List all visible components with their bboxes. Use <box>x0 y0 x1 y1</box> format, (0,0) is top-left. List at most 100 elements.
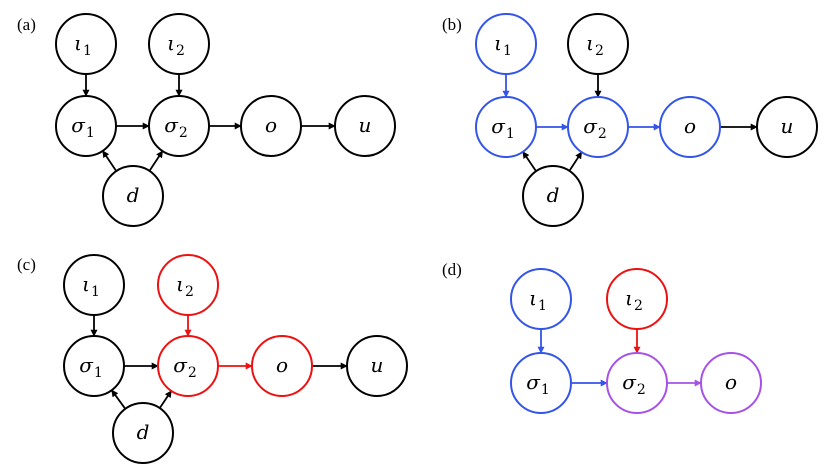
node-label: ι2 <box>167 31 185 59</box>
node-label: σ1 <box>526 370 550 398</box>
node-label: ι2 <box>586 31 604 59</box>
node-u: u <box>756 96 818 158</box>
panel-label: (a) <box>17 15 36 34</box>
panel-label: (c) <box>17 255 36 274</box>
edge-d-to-s1 <box>522 151 537 172</box>
node-circle <box>148 95 210 157</box>
node-symbol: σ <box>491 114 506 138</box>
node-s2: σ2 <box>567 96 629 158</box>
node-subscript: 1 <box>86 125 95 141</box>
node-s1: σ1 <box>63 335 125 397</box>
node-circle <box>756 96 818 158</box>
node-label: σ1 <box>71 113 95 141</box>
node-i2: ι2 <box>567 13 629 75</box>
node-s2: σ2 <box>157 335 219 397</box>
edge-d-to-s2 <box>158 390 173 409</box>
node-label: u <box>359 113 372 137</box>
node-label: o <box>276 353 288 377</box>
node-circle <box>240 95 302 157</box>
node-symbol: σ <box>164 113 179 137</box>
node-symbol: u <box>781 114 794 138</box>
node-subscript: 2 <box>188 365 197 381</box>
node-i1: ι1 <box>55 13 117 75</box>
node-label: d <box>127 183 140 207</box>
node-label: d <box>547 183 560 207</box>
node-u: u <box>334 95 396 157</box>
node-circle <box>700 352 762 414</box>
node-subscript: 2 <box>637 382 646 398</box>
node-symbol: ι <box>529 286 537 310</box>
node-subscript: 2 <box>595 43 604 59</box>
node-symbol: σ <box>526 370 541 394</box>
node-circle <box>346 335 408 397</box>
node-label: σ2 <box>583 114 607 142</box>
node-d: d <box>102 165 164 227</box>
node-circle <box>567 96 629 158</box>
node-circle <box>148 13 210 75</box>
node-circle <box>567 13 629 75</box>
node-label: σ2 <box>622 370 646 398</box>
node-o: o <box>700 352 762 414</box>
node-symbol: d <box>137 420 150 444</box>
node-o: o <box>659 96 721 158</box>
node-subscript: 1 <box>94 365 103 381</box>
node-symbol: o <box>265 113 277 137</box>
node-symbol: ι <box>494 31 502 55</box>
node-label: u <box>371 353 384 377</box>
node-symbol: d <box>547 183 560 207</box>
node-symbol: σ <box>583 114 598 138</box>
node-symbol: σ <box>71 113 86 137</box>
node-s2: σ2 <box>148 95 210 157</box>
node-symbol: ι <box>74 31 82 55</box>
node-label: σ1 <box>491 114 515 142</box>
node-label: o <box>684 114 696 138</box>
node-circle <box>55 13 117 75</box>
node-i2: ι2 <box>606 268 668 330</box>
node-circle <box>63 335 125 397</box>
node-circle <box>251 335 313 397</box>
node-circle <box>510 352 572 414</box>
node-symbol: σ <box>173 353 188 377</box>
node-circle <box>334 95 396 157</box>
edge-d-to-s1 <box>101 150 118 172</box>
node-label: σ2 <box>173 353 197 381</box>
node-subscript: 2 <box>634 298 643 314</box>
node-i1: ι1 <box>63 254 125 316</box>
node-symbol: u <box>371 353 384 377</box>
node-symbol: o <box>684 114 696 138</box>
node-subscript: 1 <box>538 298 547 314</box>
node-subscript: 1 <box>506 126 515 142</box>
node-subscript: 1 <box>541 382 550 398</box>
node-subscript: 1 <box>503 43 512 59</box>
panel-label: (b) <box>442 15 462 34</box>
node-i2: ι2 <box>157 254 219 316</box>
node-circle <box>510 268 572 330</box>
node-label: o <box>725 370 737 394</box>
node-symbol: ι <box>625 286 633 310</box>
node-symbol: u <box>359 113 372 137</box>
node-circle <box>157 254 219 316</box>
edge-d-to-s2 <box>568 151 583 172</box>
node-label: σ1 <box>79 353 103 381</box>
node-d: d <box>522 165 584 227</box>
node-i2: ι2 <box>148 13 210 75</box>
node-label: ι2 <box>176 272 194 300</box>
node-u: u <box>346 335 408 397</box>
node-symbol: σ <box>622 370 637 394</box>
node-s1: σ1 <box>55 95 117 157</box>
node-o: o <box>240 95 302 157</box>
node-symbol: o <box>725 370 737 394</box>
node-label: d <box>137 420 150 444</box>
node-circle <box>112 402 174 464</box>
node-circle <box>659 96 721 158</box>
node-symbol: ι <box>167 31 175 55</box>
node-symbol: o <box>276 353 288 377</box>
node-symbol: ι <box>176 272 184 296</box>
node-circle <box>606 352 668 414</box>
panel-label: (d) <box>442 260 462 279</box>
node-label: ι1 <box>529 286 547 314</box>
